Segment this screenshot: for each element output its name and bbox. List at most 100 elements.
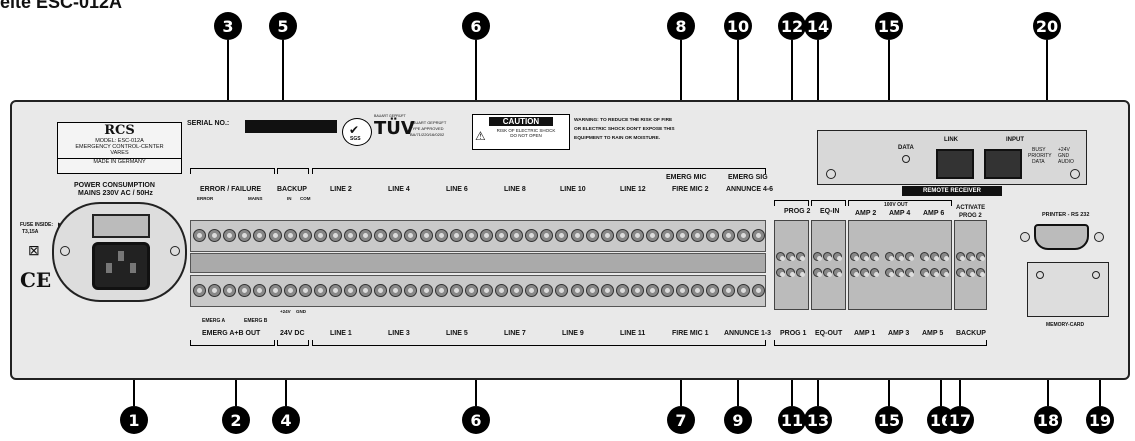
- screw-terminal[interactable]: [776, 268, 785, 277]
- rs232-port[interactable]: [1034, 224, 1089, 250]
- screw-terminal[interactable]: [930, 252, 939, 261]
- screw-terminal[interactable]: [238, 284, 252, 297]
- screw-terminal[interactable]: [736, 229, 750, 242]
- screw-terminal[interactable]: [776, 252, 785, 261]
- screw-terminal[interactable]: [646, 284, 659, 297]
- memory-card-slot[interactable]: [1027, 262, 1109, 317]
- screw-terminal[interactable]: [193, 229, 206, 242]
- screw-terminal[interactable]: [895, 268, 904, 277]
- screw-terminal[interactable]: [555, 229, 569, 242]
- screw-terminal[interactable]: [374, 229, 388, 242]
- screw-terminal[interactable]: [208, 229, 222, 242]
- screw-terminal[interactable]: [570, 284, 584, 297]
- screw-terminal[interactable]: [796, 252, 805, 261]
- screw-terminal[interactable]: [870, 268, 879, 277]
- screw-terminal[interactable]: [721, 284, 735, 297]
- screw-terminal[interactable]: [193, 284, 206, 297]
- screw-terminal[interactable]: [479, 229, 493, 242]
- screw-terminal[interactable]: [676, 229, 690, 242]
- screw-terminal[interactable]: [850, 268, 859, 277]
- screw-terminal[interactable]: [976, 252, 985, 261]
- screw-terminal[interactable]: [389, 284, 403, 297]
- screw-terminal[interactable]: [359, 284, 373, 297]
- screw-terminal[interactable]: [920, 252, 929, 261]
- screw-terminal[interactable]: [374, 284, 388, 297]
- screw-terminal[interactable]: [796, 268, 805, 277]
- screw-terminal[interactable]: [940, 268, 949, 277]
- screw-terminal[interactable]: [298, 284, 312, 297]
- screw-terminal[interactable]: [328, 229, 342, 242]
- screw-terminal[interactable]: [940, 252, 949, 261]
- screw-terminal[interactable]: [706, 284, 720, 297]
- screw-terminal[interactable]: [525, 229, 539, 242]
- screw-terminal[interactable]: [706, 229, 720, 242]
- screw-terminal[interactable]: [833, 252, 842, 261]
- iec-socket[interactable]: [92, 242, 150, 290]
- screw-terminal[interactable]: [525, 284, 539, 297]
- screw-terminal[interactable]: [850, 252, 859, 261]
- screw-terminal[interactable]: [691, 284, 705, 297]
- screw-terminal[interactable]: [823, 252, 832, 261]
- screw-terminal[interactable]: [419, 284, 433, 297]
- screw-terminal[interactable]: [905, 252, 914, 261]
- screw-terminal[interactable]: [540, 284, 554, 297]
- screw-terminal[interactable]: [786, 268, 795, 277]
- screw-terminal[interactable]: [676, 284, 690, 297]
- screw-terminal[interactable]: [495, 229, 508, 242]
- screw-terminal[interactable]: [238, 229, 252, 242]
- screw-terminal[interactable]: [540, 229, 554, 242]
- screw-terminal[interactable]: [434, 284, 448, 297]
- screw-terminal[interactable]: [359, 229, 373, 242]
- screw-terminal[interactable]: [661, 229, 675, 242]
- screw-terminal[interactable]: [268, 284, 282, 297]
- screw-terminal[interactable]: [283, 284, 297, 297]
- screw-terminal[interactable]: [344, 229, 357, 242]
- screw-terminal[interactable]: [585, 284, 599, 297]
- screw-terminal[interactable]: [313, 229, 327, 242]
- screw-terminal[interactable]: [389, 229, 403, 242]
- screw-terminal[interactable]: [920, 268, 929, 277]
- screw-terminal[interactable]: [510, 229, 524, 242]
- screw-terminal[interactable]: [905, 268, 914, 277]
- screw-terminal[interactable]: [600, 229, 614, 242]
- screw-terminal[interactable]: [966, 252, 975, 261]
- screw-terminal[interactable]: [860, 252, 869, 261]
- screw-terminal[interactable]: [555, 284, 569, 297]
- screw-terminal[interactable]: [823, 268, 832, 277]
- screw-terminal[interactable]: [615, 229, 629, 242]
- screw-terminal[interactable]: [661, 284, 675, 297]
- screw-terminal[interactable]: [585, 229, 599, 242]
- rj45-link-port[interactable]: [936, 149, 974, 179]
- screw-terminal[interactable]: [751, 229, 765, 242]
- screw-terminal[interactable]: [860, 268, 869, 277]
- screw-terminal[interactable]: [208, 284, 222, 297]
- screw-terminal[interactable]: [404, 284, 418, 297]
- screw-terminal[interactable]: [786, 252, 795, 261]
- screw-terminal[interactable]: [328, 284, 342, 297]
- screw-terminal[interactable]: [344, 284, 357, 297]
- fuse-drawer[interactable]: [92, 214, 150, 238]
- screw-terminal[interactable]: [870, 252, 879, 261]
- screw-terminal[interactable]: [930, 268, 939, 277]
- screw-terminal[interactable]: [464, 284, 478, 297]
- screw-terminal[interactable]: [404, 229, 418, 242]
- screw-terminal[interactable]: [495, 284, 508, 297]
- screw-terminal[interactable]: [464, 229, 478, 242]
- screw-terminal[interactable]: [630, 284, 644, 297]
- screw-terminal[interactable]: [721, 229, 735, 242]
- rj45-input-port[interactable]: [984, 149, 1022, 179]
- screw-terminal[interactable]: [570, 229, 584, 242]
- screw-terminal[interactable]: [449, 229, 463, 242]
- screw-terminal[interactable]: [956, 268, 965, 277]
- screw-terminal[interactable]: [956, 252, 965, 261]
- screw-terminal[interactable]: [751, 284, 765, 297]
- screw-terminal[interactable]: [449, 284, 463, 297]
- screw-terminal[interactable]: [976, 268, 985, 277]
- screw-terminal[interactable]: [630, 229, 644, 242]
- screw-terminal[interactable]: [895, 252, 904, 261]
- screw-terminal[interactable]: [833, 268, 842, 277]
- screw-terminal[interactable]: [434, 229, 448, 242]
- screw-terminal[interactable]: [223, 229, 237, 242]
- screw-terminal[interactable]: [313, 284, 327, 297]
- screw-terminal[interactable]: [966, 268, 975, 277]
